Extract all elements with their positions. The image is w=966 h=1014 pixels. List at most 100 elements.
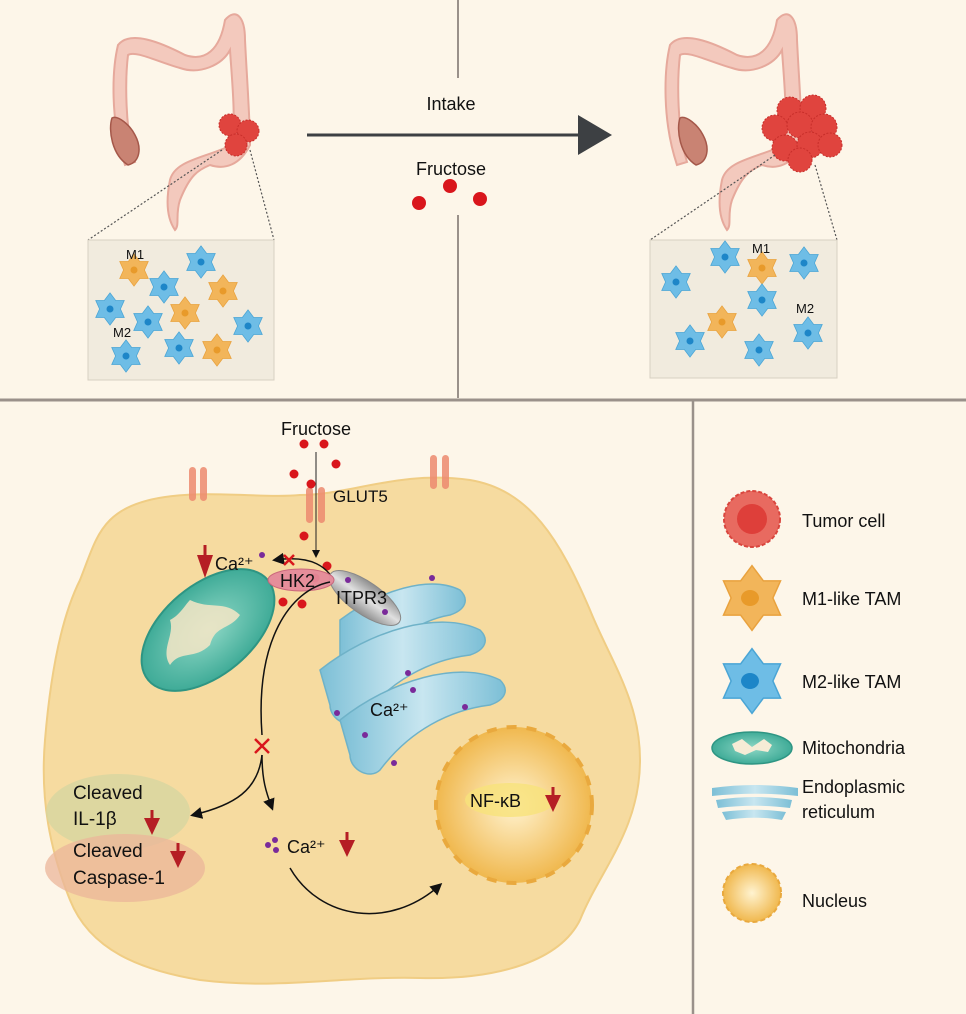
fructose-top-label: Fructose (416, 159, 486, 179)
inset-before-cells (95, 245, 263, 373)
er-icon (712, 785, 798, 796)
legend-label: Endoplasmic (802, 777, 905, 797)
zoom-line-left (649, 154, 776, 241)
m2-nucleus (741, 673, 759, 689)
itpr3-label: ITPR3 (336, 588, 387, 608)
pathway-arc (260, 581, 331, 736)
membrane-channels (189, 455, 449, 523)
down-arrow-icon (144, 810, 160, 835)
inset-after-cells (661, 240, 823, 367)
er-ca-label: Ca²⁺ (370, 700, 409, 720)
il1b-line1: Cleaved (73, 783, 143, 804)
nucleus: NF-κB (434, 725, 594, 885)
inset-after-m2-label: M2 (796, 301, 814, 316)
inset-before-m2-label: M2 (113, 325, 131, 340)
m2-tam-icon (149, 270, 179, 304)
glut5-label: GLUT5 (333, 487, 388, 506)
tumor-cluster-large (761, 94, 843, 173)
intake-arrow-group: Intake Fructose (307, 94, 612, 210)
m1-tam-icon (119, 253, 149, 287)
tumor-cluster-small (218, 113, 260, 157)
down-arrow-shaft (203, 545, 207, 557)
nfkb-label: NF-κB (470, 791, 521, 811)
zoom-line-right (814, 164, 838, 241)
m2-tam-icon (111, 339, 141, 373)
block-x-icon (254, 738, 270, 754)
hk2-label: HK2 (280, 571, 315, 591)
m2-tam-icon (233, 309, 263, 343)
legend-label: M1-like TAM (802, 589, 901, 609)
inset-after-m1-label: M1 (752, 241, 770, 256)
m2-tam-icon (95, 292, 125, 326)
mitochondria-cristae (166, 600, 240, 665)
tumor-nucleus (737, 504, 767, 534)
legend-item-nucleus: Nucleus (722, 863, 867, 923)
legend-item-mitochondria: Mitochondria (711, 731, 906, 765)
m2-tam-icon (789, 246, 819, 280)
m1-tam-icon (202, 333, 232, 367)
legend-label: reticulum (802, 802, 875, 822)
endoplasmic-reticulum: Ca²⁺ (319, 575, 506, 775)
cecum-icon (109, 116, 140, 166)
m2-tam-icon (747, 283, 777, 317)
channel-icon (189, 467, 207, 501)
zoom-line-left (87, 149, 223, 241)
nucleus-icon (722, 863, 782, 923)
legend-item-m2-tam: M2-like TAM (722, 647, 901, 715)
fructose-dot (412, 196, 426, 210)
colon-after (649, 13, 843, 241)
m2-tam-icon (133, 305, 163, 339)
legend-label: Nucleus (802, 891, 867, 911)
colon-outline (664, 13, 804, 232)
cyto-ca-label: Ca²⁺ (287, 837, 326, 857)
inset-before: M1 M2 (87, 239, 275, 381)
m2-tam-icon (164, 331, 194, 365)
legend-label: Tumor cell (802, 511, 885, 531)
down-arrow-icon (339, 832, 355, 857)
m1-tam-icon (707, 305, 737, 339)
itpr3-channel: ITPR3 (328, 570, 402, 626)
down-arrow-icon (170, 843, 186, 868)
m2-tam-icon (744, 333, 774, 367)
nfkb-highlight (465, 783, 555, 817)
cecum-icon (677, 116, 708, 166)
arrow-to-cytosolic-ca (261, 754, 275, 811)
glut5-channel-icon (306, 487, 325, 523)
fructose-dot (473, 192, 487, 206)
legend-label: M2-like TAM (802, 672, 901, 692)
il1b-oval (46, 774, 190, 850)
arrow-to-nucleus (289, 867, 443, 915)
colon-outline (112, 13, 252, 232)
m1-tam-icon (208, 274, 238, 308)
arrow-to-il1b (190, 754, 263, 819)
macrophage-cell (42, 476, 642, 985)
inset-after: M1 M2 (649, 239, 838, 379)
m1-tam-icon (747, 251, 777, 285)
zoom-line-right (249, 149, 275, 241)
hk2-protein: HK2 (267, 568, 335, 592)
fructose-cell-label: Fructose (281, 419, 351, 439)
m2-tam-icon (675, 324, 705, 358)
legend-item-tumor-cell: Tumor cell (723, 490, 885, 548)
fructose-dot (443, 179, 457, 193)
caspase-oval (45, 834, 205, 902)
il1b-line2: IL-1β (73, 809, 117, 830)
m2-tam-icon (793, 316, 823, 350)
legend-item-er: Endoplasmic reticulum (712, 777, 905, 822)
calcium-ion (259, 552, 265, 558)
er-layer (339, 671, 506, 775)
caspase-line1: Cleaved (73, 841, 143, 862)
caspase-line2: Caspase-1 (73, 868, 165, 889)
m2-tam-icon (661, 265, 691, 299)
m1-tam-icon (170, 296, 200, 330)
cell-body (42, 476, 642, 985)
down-arrow-icon (197, 555, 213, 578)
colon-before (87, 13, 275, 241)
channel-icon (430, 455, 449, 489)
mito-ca-label: Ca²⁺ (215, 554, 254, 574)
inset-before-m1-label: M1 (126, 247, 144, 262)
m2-tam-icon (710, 240, 740, 274)
cytosolic-calcium-ions (265, 837, 279, 853)
m2-tam-icon (186, 245, 216, 279)
